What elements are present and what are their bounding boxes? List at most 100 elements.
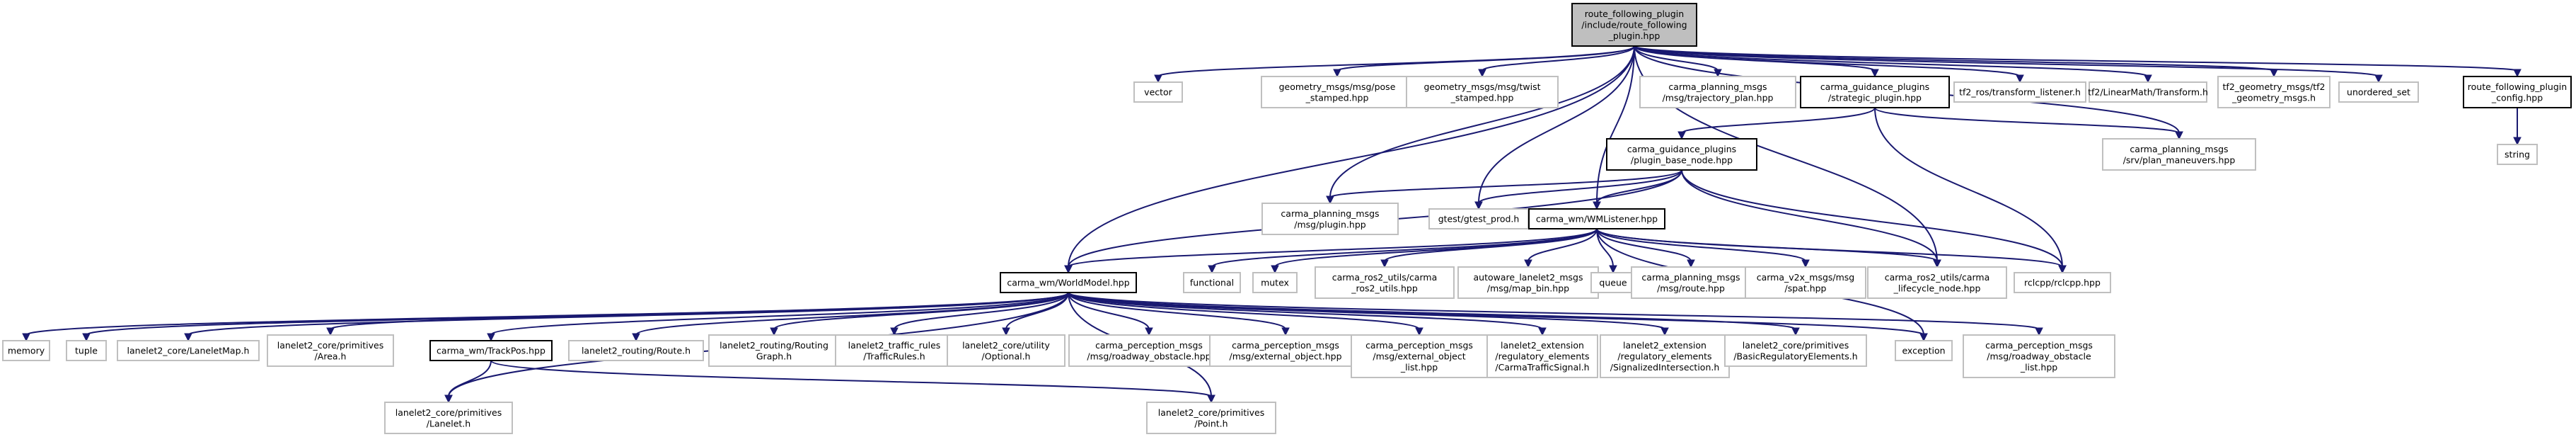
edge-line bbox=[1157, 45, 1635, 77]
edge-wmlistener-to-map_bin bbox=[1524, 228, 1598, 268]
node-label-line: route_following_plugin bbox=[2468, 81, 2567, 92]
node-traffic_rules: lanelet2_traffic_rules/TrafficRules.h bbox=[835, 334, 954, 367]
edge-arrowhead bbox=[1415, 327, 1423, 336]
node-box bbox=[1953, 81, 2086, 103]
node-plugin_base_node[interactable]: carma_guidance_plugins/plugin_base_node.… bbox=[1606, 138, 1757, 171]
node-box bbox=[2, 340, 50, 361]
edge-line bbox=[1596, 228, 1692, 262]
edge-arrowhead bbox=[2144, 74, 2152, 84]
edge-arrowhead bbox=[1677, 131, 1686, 140]
node-signalized_intersection: lanelet2_extension/regulatory_elements/S… bbox=[1600, 334, 1730, 378]
node-label-line: _stamped.hpp bbox=[1450, 92, 1514, 103]
node-string: string bbox=[2497, 144, 2538, 165]
edge-arrowhead bbox=[2035, 327, 2043, 336]
node-label-line: /TrafficRules.h bbox=[863, 351, 925, 361]
edge-line bbox=[1329, 45, 1635, 198]
node-label-line: lanelet2_traffic_rules bbox=[848, 340, 941, 351]
node-lanelet_h: lanelet2_core/primitives/Lanelet.h bbox=[384, 402, 513, 434]
node-box bbox=[1606, 138, 1757, 171]
node-label-line: /Lanelet.h bbox=[427, 418, 470, 429]
node-tuple: tuple bbox=[66, 340, 107, 361]
node-label-line: lanelet2_core/primitives bbox=[1158, 407, 1264, 418]
node-label-line: carma_perception_msgs bbox=[1095, 340, 1203, 351]
node-label-line: /Optional.h bbox=[982, 351, 1031, 361]
edge-plugin_base_node-to-plugin_msg bbox=[1326, 169, 1682, 205]
edge-arrowhead bbox=[1791, 327, 1800, 336]
edge-arrowhead bbox=[1919, 333, 1928, 342]
node-trackpos[interactable]: carma_wm/TrackPos.hpp bbox=[429, 340, 553, 361]
node-box bbox=[1600, 334, 1730, 378]
node-label-line: /regulatory_elements bbox=[1617, 351, 1711, 362]
node-twist_stamped: geometry_msgs/msg/twist_stamped.hpp bbox=[1406, 76, 1559, 108]
node-box bbox=[2014, 272, 2111, 293]
edge-strategic_plugin-to-plan_maneuvers bbox=[1874, 107, 2183, 140]
node-roadway_obstacle_list: carma_perception_msgs/msg/roadway_obstac… bbox=[1963, 334, 2115, 378]
node-box bbox=[1631, 266, 1751, 299]
node-label-line: carma_planning_msgs bbox=[2130, 144, 2228, 154]
edge-arrowhead bbox=[2374, 74, 2383, 84]
edge-wmlistener-to-route_msg bbox=[1596, 228, 1695, 268]
node-label-line: carma_perception_msgs bbox=[1232, 340, 1339, 351]
edge-line bbox=[1596, 228, 2063, 268]
node-strategic_plugin[interactable]: carma_guidance_plugins/strategic_plugin.… bbox=[1800, 76, 1950, 108]
node-box bbox=[1351, 334, 1488, 378]
node-box bbox=[1571, 3, 1697, 47]
edge-worldmodel-to-traffic_signal bbox=[1068, 292, 1547, 336]
node-label-line: rclcpp/rclcpp.hpp bbox=[2024, 278, 2101, 288]
edge-arrowhead bbox=[2016, 74, 2024, 84]
edge-worldmodel-to-roadway_obstacle_list bbox=[1068, 292, 2043, 336]
edge-plugin_base_node-to-rclcpp bbox=[1681, 169, 2067, 274]
node-rclcpp: rclcpp/rclcpp.hpp bbox=[2014, 272, 2111, 293]
edge-line bbox=[1596, 228, 1806, 262]
node-box bbox=[1133, 81, 1183, 103]
node-label-line: carma_ros2_utils/carma bbox=[1332, 272, 1438, 283]
edge-worldmodel-to-area bbox=[326, 292, 1069, 336]
node-box bbox=[1639, 76, 1796, 108]
edge-line bbox=[1068, 45, 1635, 268]
node-vector: vector bbox=[1133, 81, 1183, 103]
node-label-line: carma_perception_msgs bbox=[1365, 340, 1473, 351]
edge-arrowhead bbox=[1002, 327, 1010, 336]
edge-worldmodel-to-roadway_obstacle bbox=[1068, 292, 1153, 336]
edge-arrowhead bbox=[82, 333, 91, 342]
node-roadway_obstacle: carma_perception_msgs/msg/roadway_obstac… bbox=[1068, 334, 1230, 367]
node-root[interactable]: route_following_plugin/include/route_fol… bbox=[1571, 3, 1697, 47]
node-box bbox=[1315, 266, 1455, 299]
node-traffic_signal: lanelet2_extension/regulatory_elements/C… bbox=[1486, 334, 1598, 378]
node-label-line: carma_planning_msgs bbox=[1281, 208, 1379, 219]
node-label-line: _lifecycle_node.hpp bbox=[1893, 283, 1981, 293]
node-box bbox=[384, 402, 513, 434]
node-box bbox=[1406, 76, 1559, 108]
node-box bbox=[1800, 76, 1950, 108]
node-label-line: memory bbox=[8, 346, 45, 356]
edge-line bbox=[448, 360, 492, 397]
node-box bbox=[1261, 76, 1414, 108]
node-plugin_config[interactable]: route_following_plugin_config.hpp bbox=[2463, 76, 2572, 108]
node-external_object: carma_perception_msgs/msg/external_objec… bbox=[1209, 334, 1362, 367]
node-label-line: carma_ros2_utils/carma bbox=[1885, 272, 1990, 283]
node-label-line: /msg/plugin.hpp bbox=[1294, 219, 1366, 229]
node-box bbox=[1428, 208, 1529, 229]
node-label-line: /SignalizedIntersection.h bbox=[1610, 362, 1720, 373]
node-label-line: _stamped.hpp bbox=[1305, 92, 1369, 103]
node-box bbox=[947, 334, 1065, 367]
edge-arrowhead bbox=[1609, 265, 1617, 274]
node-label-line: unordered_set bbox=[2347, 87, 2410, 98]
edge-line bbox=[1634, 45, 2275, 72]
edge-arrowhead bbox=[1281, 327, 1290, 336]
edge-root-to-twist_stamped bbox=[1478, 45, 1635, 78]
edge-arrowhead bbox=[1871, 69, 1879, 78]
node-worldmodel[interactable]: carma_wm/WorldModel.hpp bbox=[1000, 272, 1137, 293]
edge-arrowhead bbox=[1478, 69, 1486, 78]
node-label-line: carma_guidance_plugins bbox=[1627, 144, 1736, 154]
node-wmlistener[interactable]: carma_wm/WMListener.hpp bbox=[1528, 208, 1665, 229]
node-gtest_prod: gtest/gtest_prod.h bbox=[1428, 208, 1529, 229]
edge-root-to-tf2_linearmath bbox=[1634, 45, 2152, 84]
edge-plugin_base_node-to-gtest_prod bbox=[1474, 169, 1682, 210]
node-label-line: lanelet2_core/primitives bbox=[277, 340, 383, 351]
edge-line bbox=[1068, 292, 1420, 330]
node-box bbox=[429, 340, 553, 361]
edge-arrowhead bbox=[1154, 74, 1162, 84]
edge-wmlistener-to-spat bbox=[1596, 228, 1810, 268]
